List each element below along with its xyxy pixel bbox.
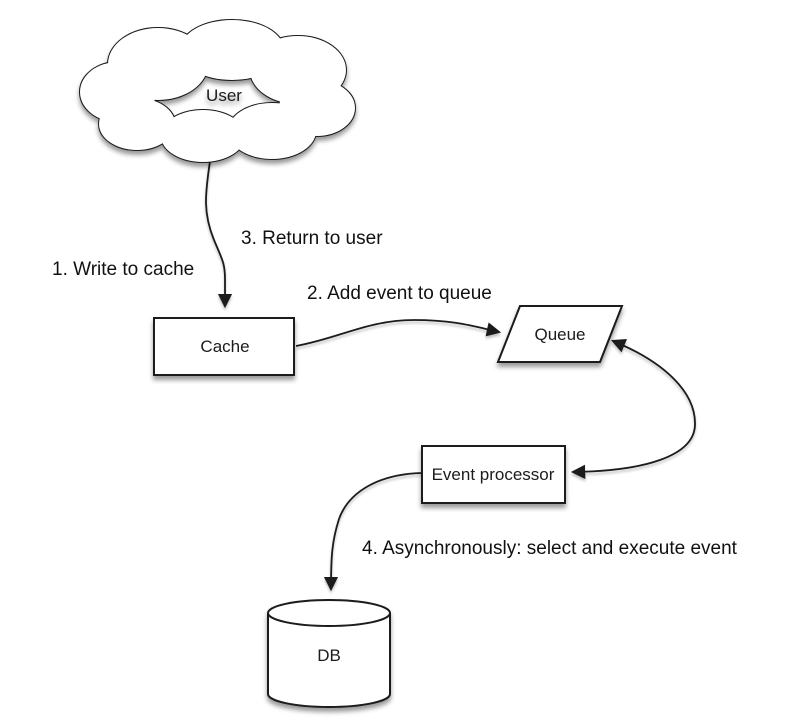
event-processor-box	[421, 445, 566, 504]
edge-cache-to-queue	[295, 319, 502, 347]
db-cylinder-top	[267, 599, 391, 627]
queue-parallelogram	[496, 305, 624, 363]
queue-label: Queue	[534, 325, 585, 344]
cache-node: Cache	[153, 317, 295, 376]
event-processor-node: Event processor	[421, 445, 566, 504]
step2-add-event-to-queue-label: 2. Add event to queue	[307, 283, 492, 304]
cache-label: Cache	[200, 337, 249, 356]
event-processor-label: Event processor	[432, 465, 555, 484]
db-label: DB	[317, 646, 341, 665]
user-label: User	[206, 86, 242, 105]
edge-labels: 1. Write to cache 2. Add event to queue …	[52, 228, 738, 559]
edge-queue-to-event-processor	[570, 339, 696, 480]
edge-user-to-cache	[205, 160, 233, 309]
connectors	[205, 160, 696, 592]
cloud-bump-fill	[228, 103, 316, 159]
cache-box	[153, 317, 295, 376]
cloud-bump-fill	[99, 98, 175, 150]
step3-return-to-user-label: 3. Return to user	[241, 228, 383, 249]
db-node: DB	[267, 599, 391, 708]
user-cloud-node: User	[79, 19, 356, 163]
edge-event-processor-to-db	[323, 472, 423, 592]
cloud-bump-fill	[161, 110, 245, 162]
step1-write-to-cache-label: 1. Write to cache	[52, 259, 194, 280]
step4-async-execute-label: 4. Asynchronously: select and execute ev…	[362, 538, 738, 559]
cloud-fill	[80, 20, 355, 162]
queue-node: Queue	[496, 305, 624, 363]
